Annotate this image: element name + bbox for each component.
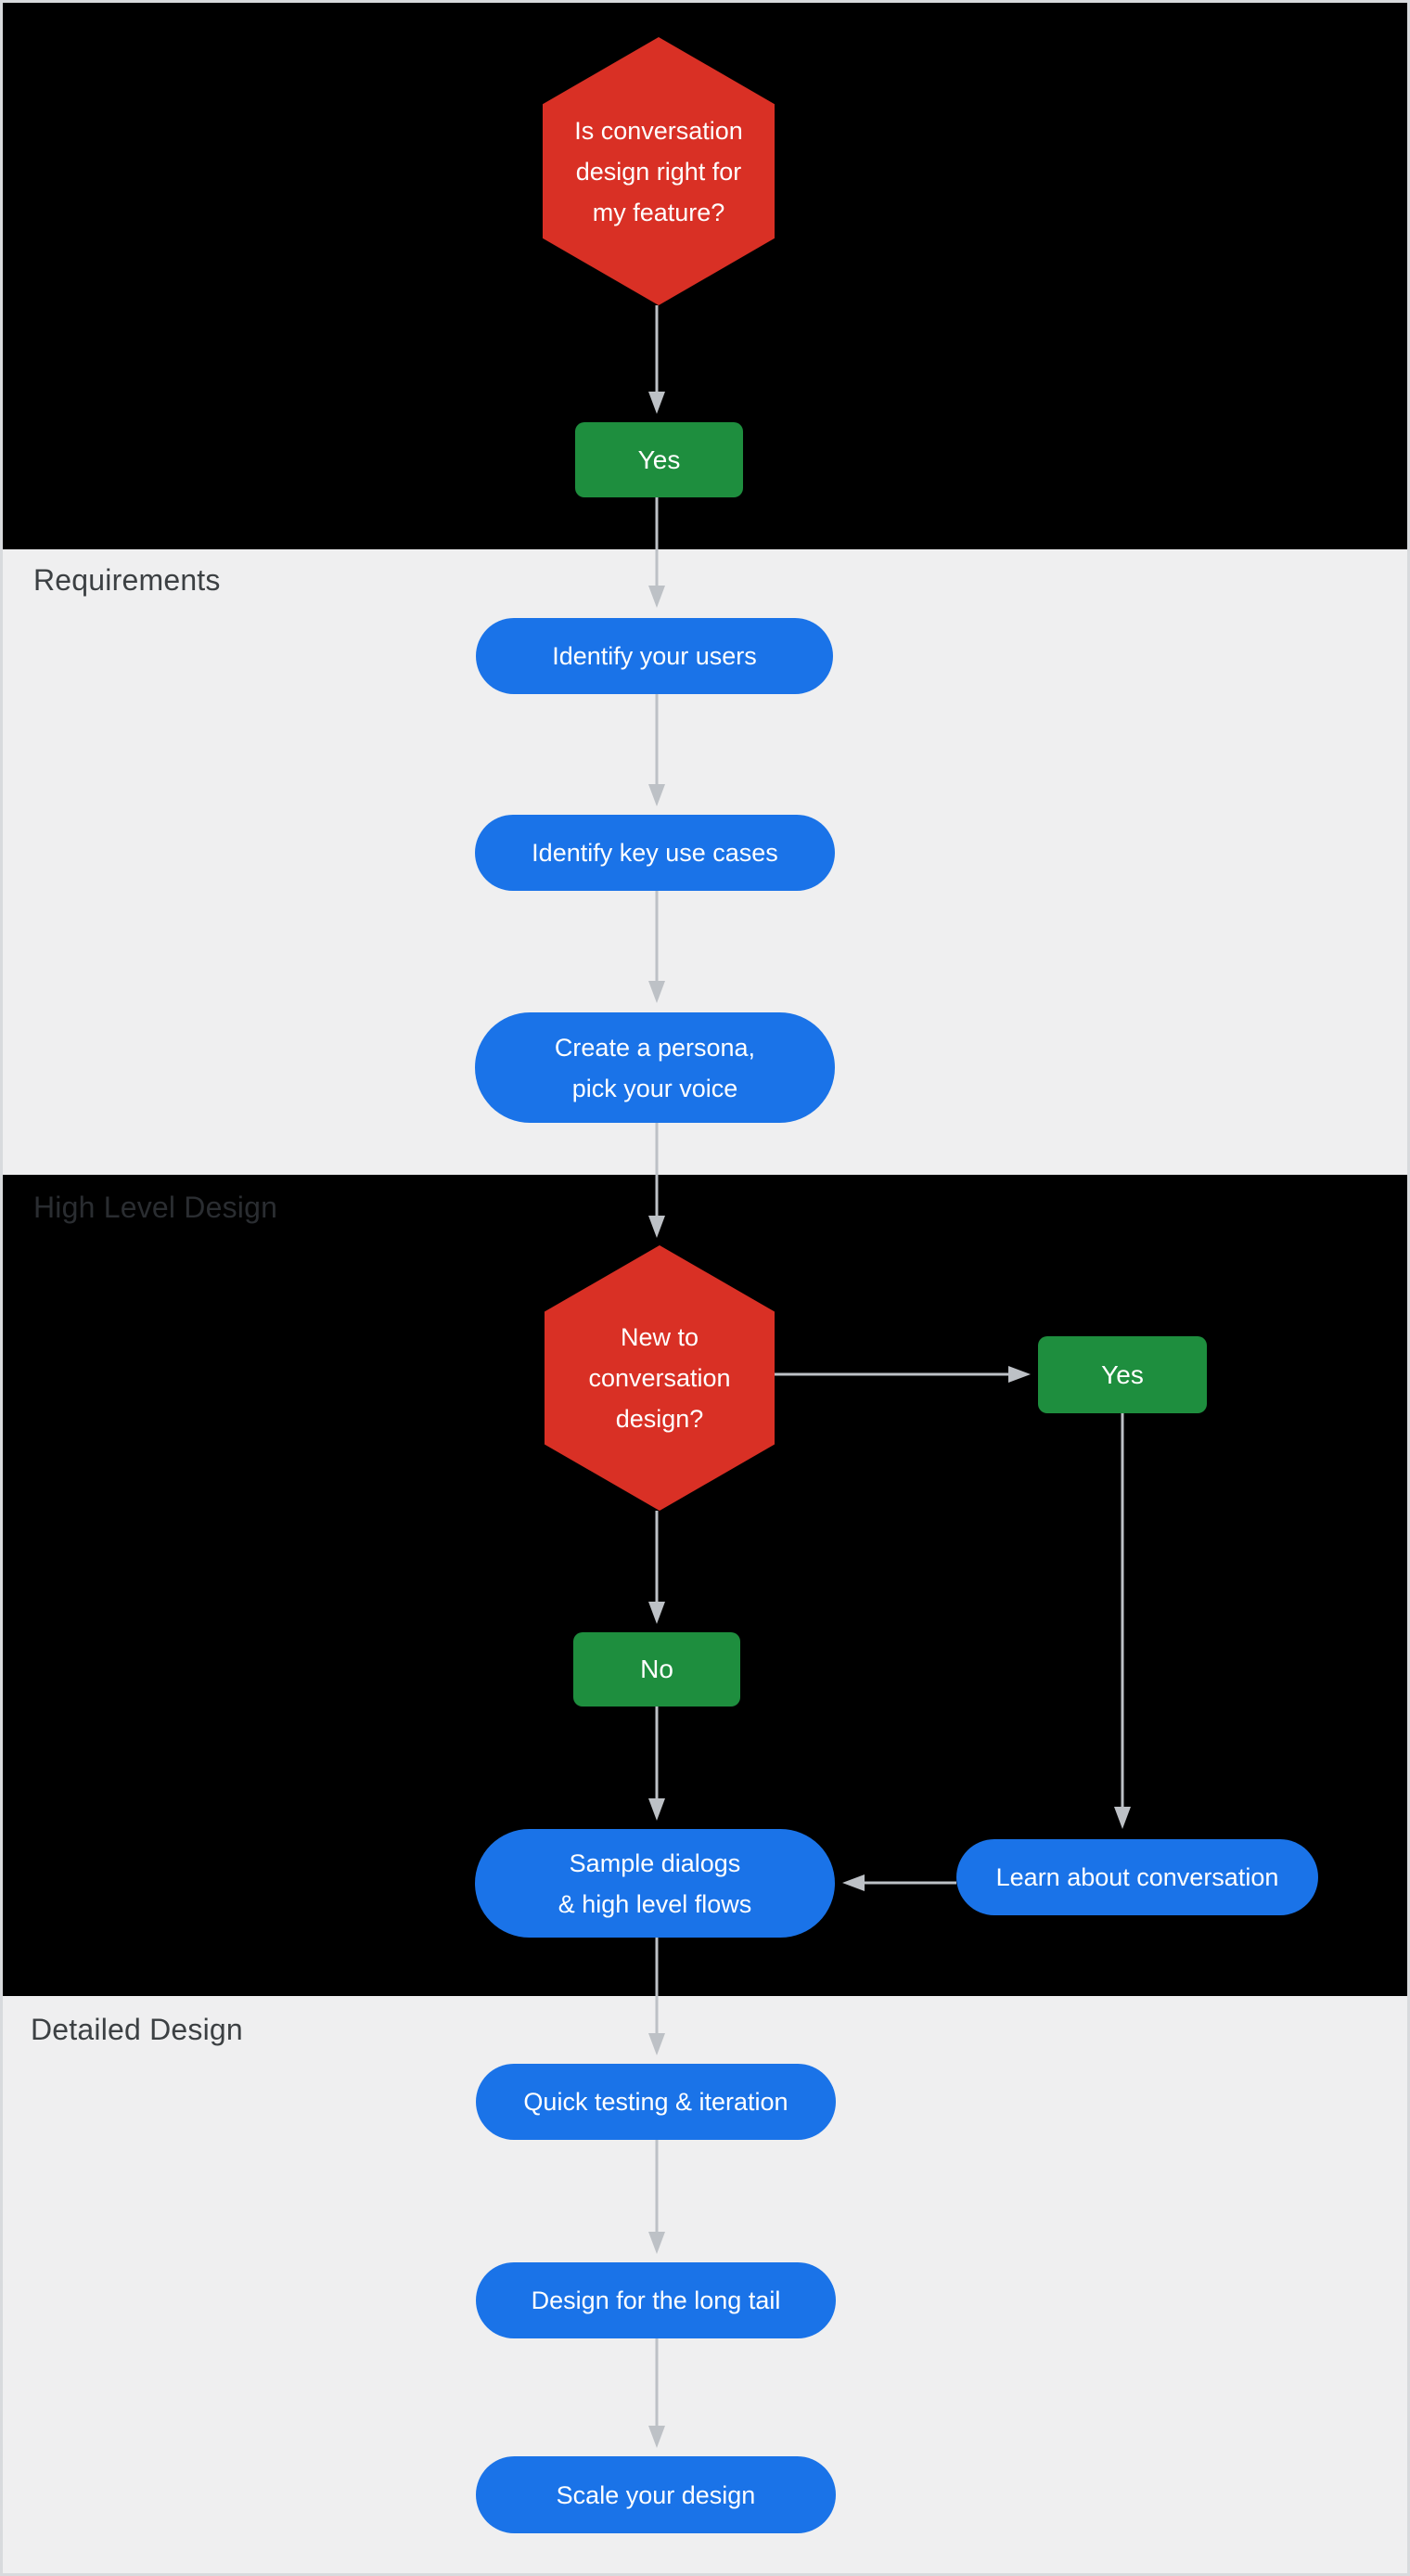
step-learn-about-conversation[interactable]: Learn about conversation <box>956 1839 1318 1915</box>
step-create-persona-pick-voice[interactable]: Create a persona, pick your voice <box>475 1012 835 1123</box>
step-design-for-long-tail[interactable]: Design for the long tail <box>476 2262 836 2338</box>
decision-is-conversation-design-right: Is conversation design right for my feat… <box>543 37 775 305</box>
step-sample-dialogs-high-level-flows[interactable]: Sample dialogs & high level flows <box>475 1829 835 1938</box>
answer-no-button[interactable]: No <box>573 1632 740 1707</box>
section-title-detailed-design: Detailed Design <box>31 2013 243 2046</box>
step-quick-testing-iteration[interactable]: Quick testing & iteration <box>476 2064 836 2140</box>
step-scale-your-design[interactable]: Scale your design <box>476 2456 836 2533</box>
section-title-high-level-design: High Level Design <box>33 1191 278 1224</box>
answer-yes-button[interactable]: Yes <box>575 422 743 497</box>
step-identify-your-users[interactable]: Identify your users <box>476 618 833 694</box>
answer-yes-button-2[interactable]: Yes <box>1038 1336 1207 1413</box>
step-identify-key-use-cases[interactable]: Identify key use cases <box>475 815 835 891</box>
section-title-requirements: Requirements <box>33 563 221 597</box>
